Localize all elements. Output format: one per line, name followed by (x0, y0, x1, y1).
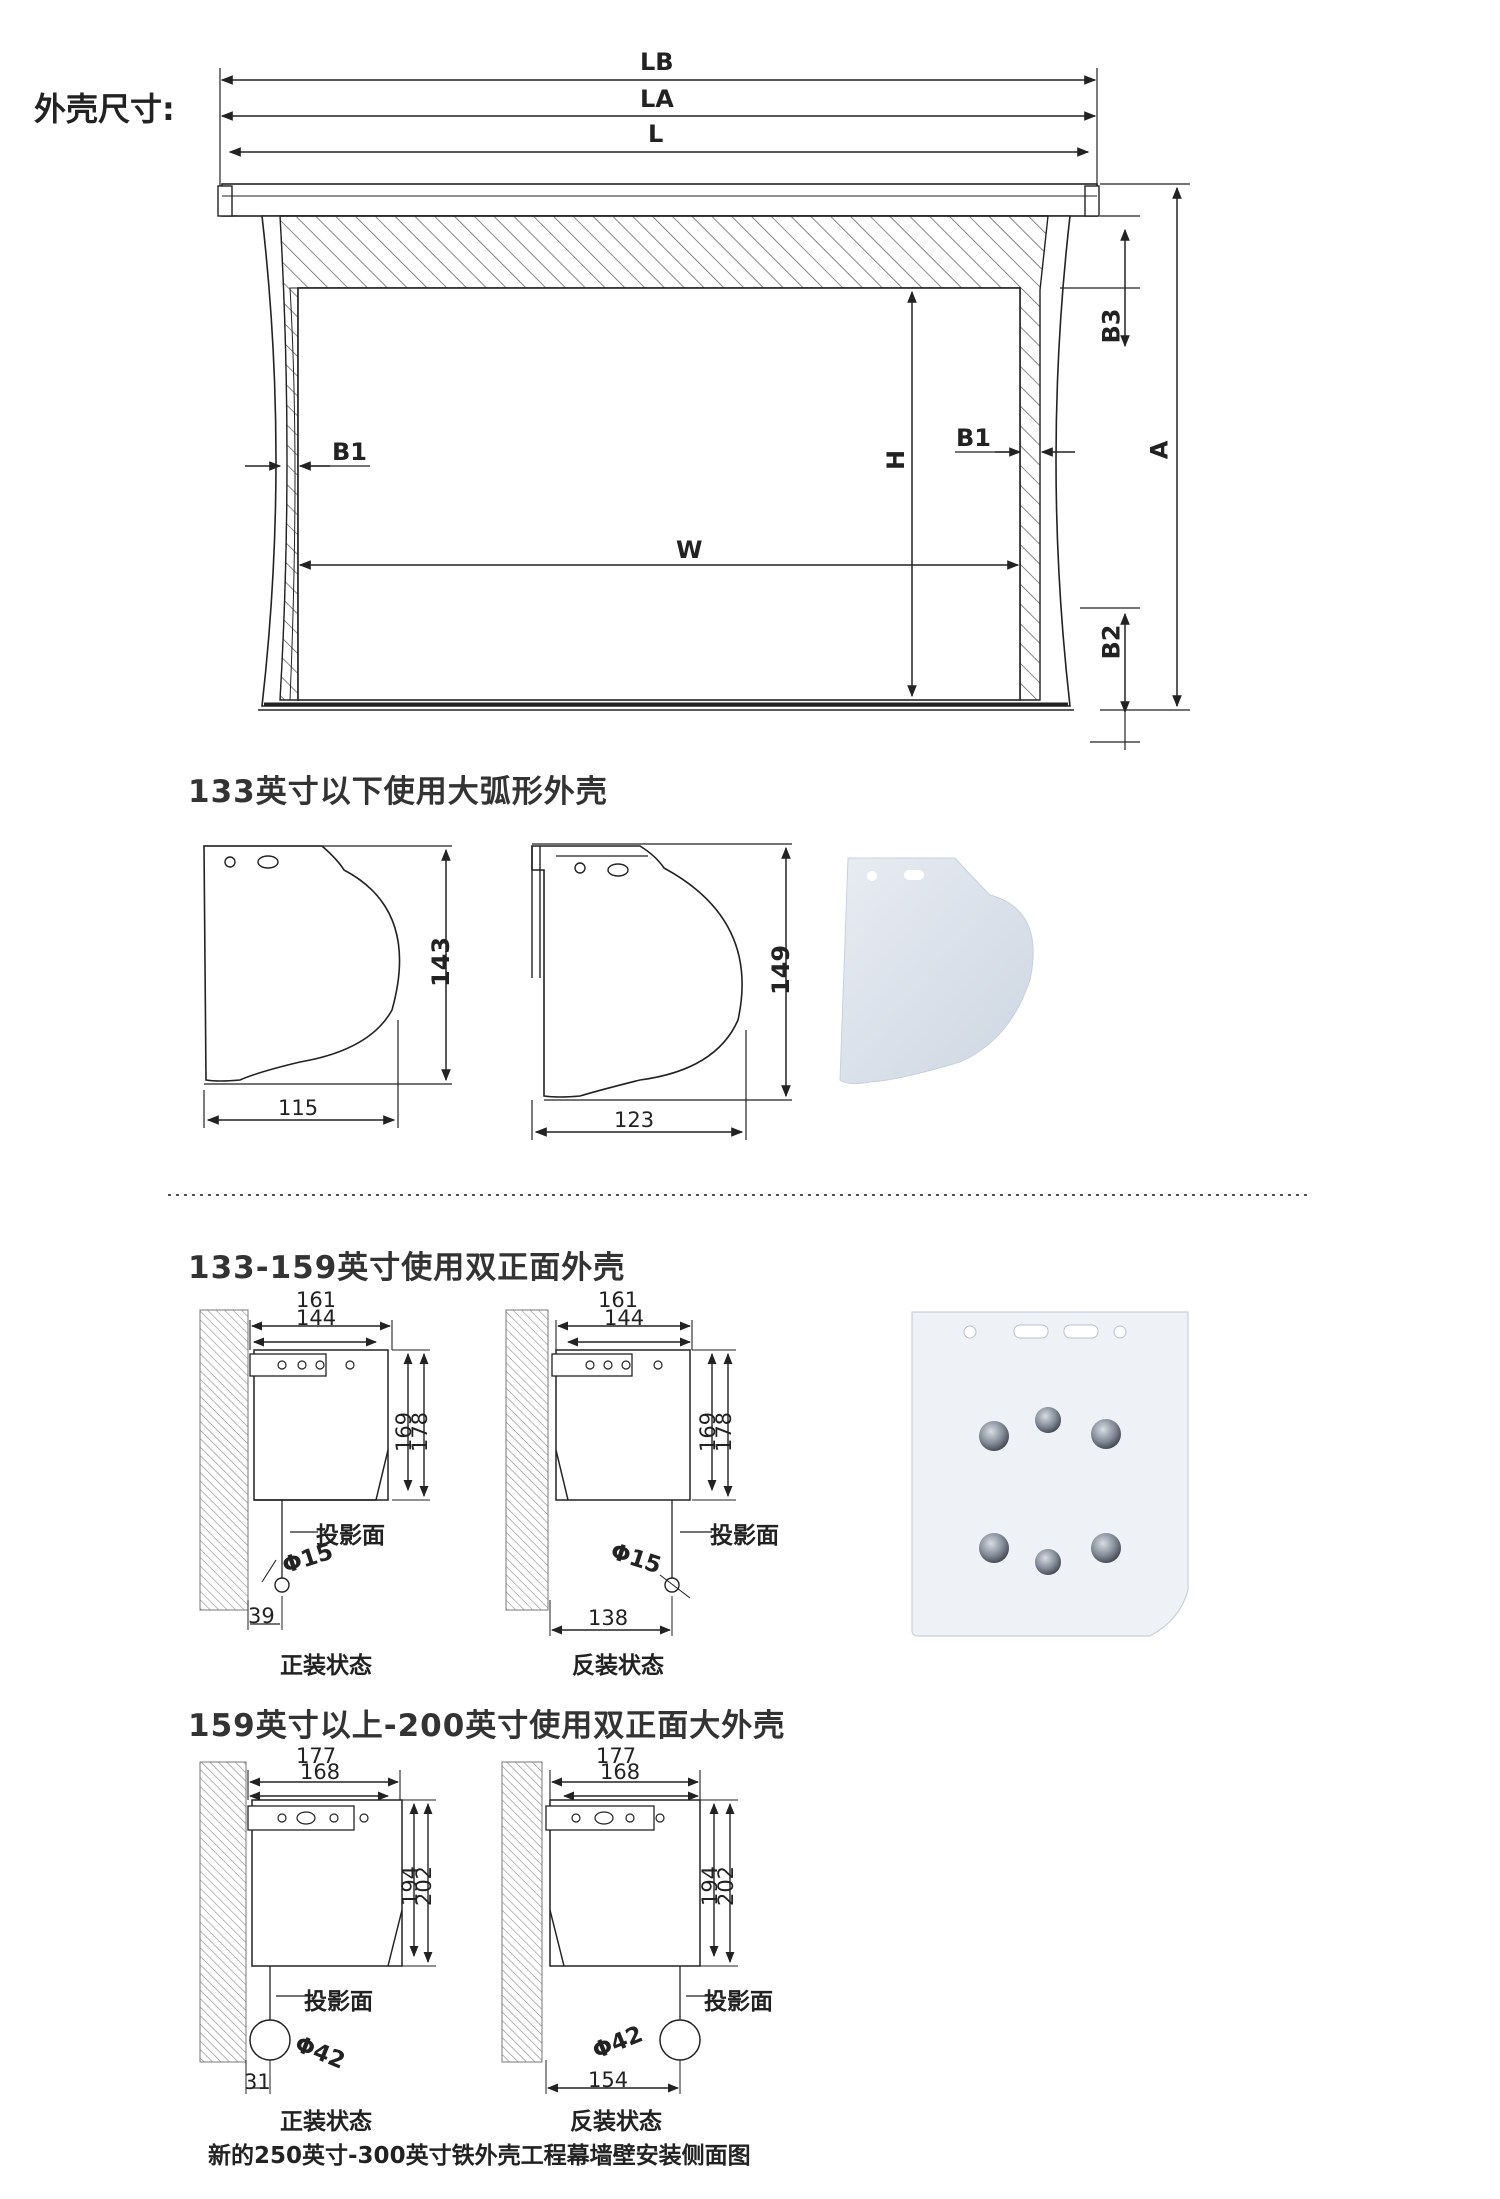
label-a: A (1145, 440, 1174, 460)
arc-left-width: 115 (278, 1096, 319, 1120)
label-la: LA (640, 85, 674, 113)
housing-title: 外壳尺寸: (34, 90, 175, 128)
double-left-w1: 161 (296, 1288, 337, 1312)
large-double-front-drawings (199, 1761, 738, 2094)
double-right-state: 反装状态 (572, 1653, 664, 1679)
arc-plate-photo (839, 857, 1034, 1085)
double-front-drawings (199, 1309, 1189, 1637)
housing-diagram (217, 68, 1190, 750)
wall-right-1 (505, 1309, 549, 1611)
arc-housing-drawings (203, 843, 1034, 1140)
wall-left-2 (199, 1761, 247, 2063)
double-right-w2: 144 (604, 1306, 645, 1330)
large-left-w1: 177 (296, 1744, 337, 1768)
label-w: W (676, 536, 703, 564)
arc-right-width: 123 (614, 1108, 655, 1132)
double-right-proj: 投影面 (710, 1523, 779, 1549)
large-right-w1: 177 (596, 1744, 637, 1768)
large-right-h2: 202 (714, 1865, 739, 1907)
wall-right-2 (501, 1761, 543, 2063)
wall-left-1 (199, 1309, 249, 1611)
large-left-state: 正装状态 (280, 2109, 372, 2135)
double-left-h2: 178 (408, 1411, 433, 1453)
double-left-proj: 投影面 (316, 1523, 385, 1549)
label-lb: LB (640, 48, 674, 76)
arc-left-height: 143 (427, 936, 456, 988)
section-large-title: 159英寸以上-200英寸使用双正面大外壳 (188, 1708, 786, 1744)
large-right-offset: 154 (588, 2068, 629, 2092)
label-h: H (882, 449, 911, 471)
label-l: L (648, 120, 664, 148)
large-right-w2: 168 (600, 1760, 641, 1784)
double-right-w1: 161 (598, 1288, 639, 1312)
label-b3: B3 (1097, 308, 1126, 344)
label-b2: B2 (1097, 624, 1126, 660)
double-right-h2: 178 (712, 1411, 737, 1453)
arc-profile-right (531, 845, 743, 1098)
double-left-offset: 39 (248, 1604, 275, 1628)
large-left-proj: 投影面 (304, 1989, 373, 2015)
double-right-offset: 138 (588, 1606, 629, 1630)
double-left-state: 正装状态 (280, 1653, 372, 1679)
large-left-h2: 202 (412, 1865, 437, 1907)
large-right-state: 反装状态 (570, 2109, 662, 2135)
double-plate-photo (911, 1311, 1189, 1637)
section-arc-title: 133英寸以下使用大弧形外壳 (188, 774, 608, 810)
double-left-w2: 144 (296, 1306, 337, 1330)
large-right-proj: 投影面 (704, 1989, 773, 2015)
arc-profile-left (203, 845, 401, 1082)
arc-right-height: 149 (767, 944, 796, 996)
section-double-title: 133-159英寸使用双正面外壳 (188, 1250, 626, 1286)
large-left-w2: 168 (300, 1760, 341, 1784)
large-left-offset: 31 (244, 2070, 271, 2094)
bottom-caption: 新的250英寸-300英寸铁外壳工程幕墙壁安装侧面图 (208, 2143, 751, 2169)
label-b1-right: B1 (956, 424, 991, 452)
label-b1-left: B1 (332, 438, 367, 466)
